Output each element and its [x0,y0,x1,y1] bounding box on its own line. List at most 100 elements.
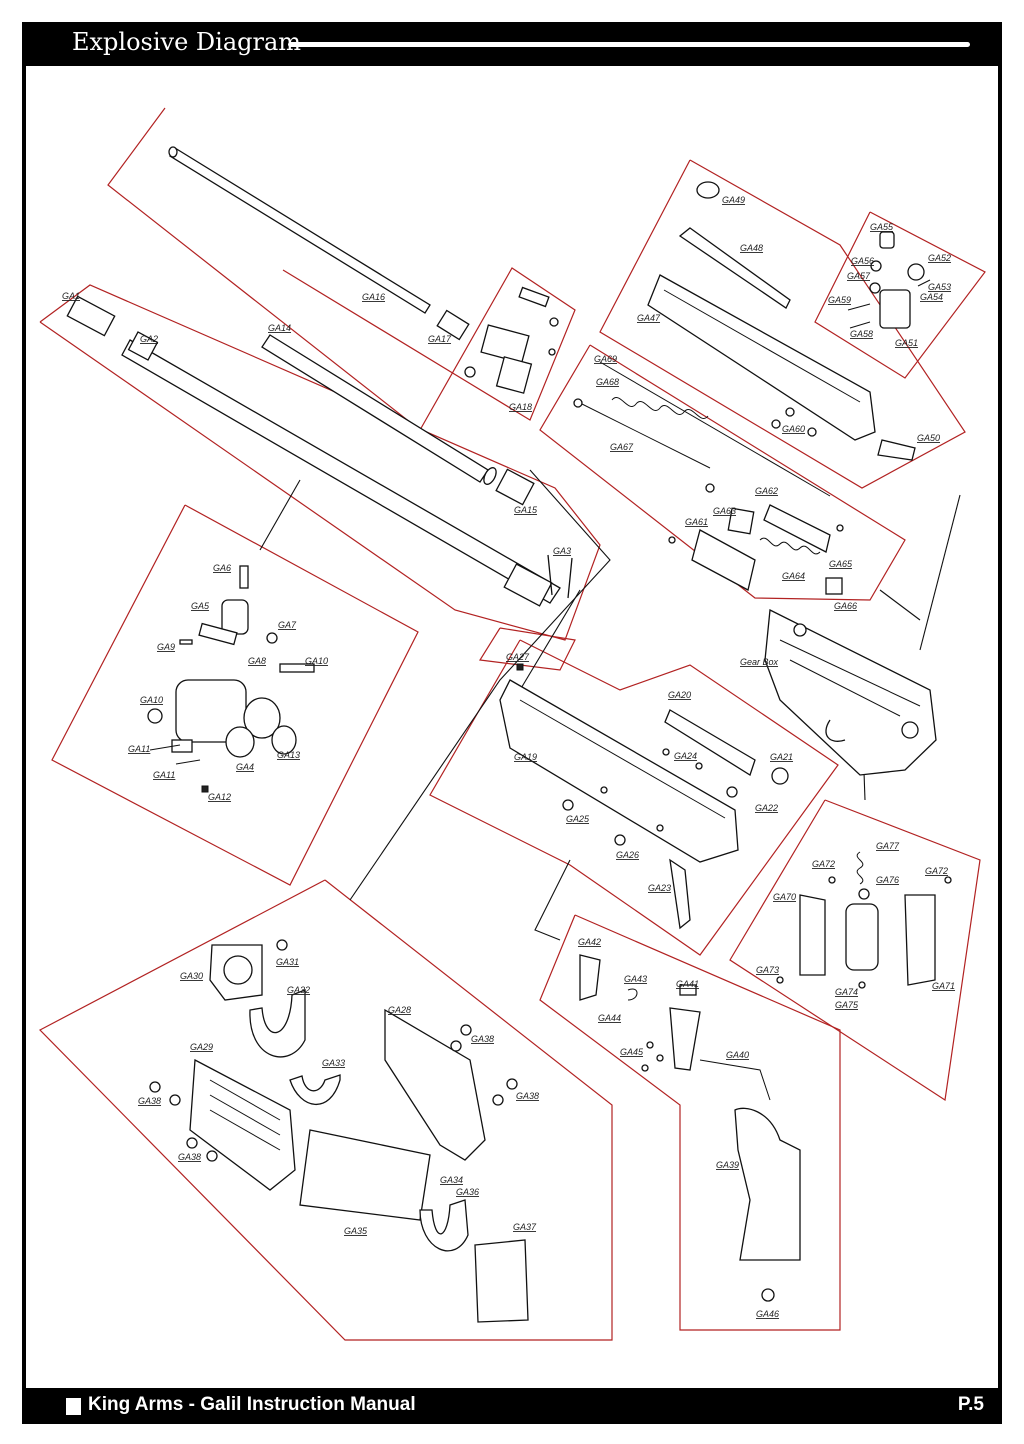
label-ga48: GA48 [740,243,763,253]
label-ga58: GA58 [850,329,873,339]
label-ga73: GA73 [756,965,779,975]
label-ga69: GA69 [594,354,617,364]
label-ga41: GA41 [676,979,699,989]
label-ga44: GA44 [598,1013,621,1023]
label-ga18: GA18 [509,402,532,412]
label-ga29: GA29 [190,1042,213,1052]
outer-barrel-ga16 [168,146,470,341]
label-ga39: GA39 [716,1160,739,1170]
label-ga72-right: GA72 [925,866,948,876]
footer-bar: King Arms - Galil Instruction Manual P.5 [22,1388,1002,1424]
label-ga38-a: GA38 [138,1096,161,1106]
label-ga33: GA33 [322,1058,345,1068]
label-ga26: GA26 [616,850,639,860]
page-title: Explosive Diagram [72,28,302,56]
label-ga62: GA62 [755,486,778,496]
label-ga10-left: GA10 [140,695,163,705]
label-ga67: GA67 [610,442,634,452]
label-ga68: GA68 [596,377,619,387]
diagram-area: GA1 GA2 GA3 GA4 GA5 GA6 GA7 GA8 GA9 GA10… [26,66,998,1388]
label-ga66: GA66 [834,601,857,611]
label-ga59: GA59 [828,295,851,305]
label-ga45: GA45 [620,1047,644,1057]
label-ga40: GA40 [726,1050,749,1060]
label-ga14: GA14 [268,323,291,333]
footer-square-icon [66,1398,81,1415]
label-ga71: GA71 [932,981,955,991]
label-ga57: GA57 [847,271,871,281]
outline-grip [539,914,841,1331]
label-ga56: GA56 [851,256,874,266]
lower-receiver [499,663,789,930]
outline-outer-barrel [107,107,576,431]
label-ga75: GA75 [835,1000,859,1010]
label-ga77: GA77 [876,841,900,851]
label-ga60: GA60 [782,424,805,434]
label-ga47: GA47 [637,313,661,323]
label-ga42: GA42 [578,937,601,947]
label-ga51: GA51 [895,338,918,348]
label-gear-box: Gear Box [740,657,779,667]
label-ga38-c: GA38 [471,1034,494,1044]
outline-gear-pin [478,627,576,671]
label-ga22: GA22 [755,803,778,813]
label-ga35: GA35 [344,1226,368,1236]
label-ga4: GA4 [236,762,254,772]
outline-rear-sight [814,211,986,379]
part-labels: GA1 GA2 GA3 GA4 GA5 GA6 GA7 GA8 GA9 GA10… [62,195,955,1319]
label-ga17: GA17 [428,334,452,344]
label-ga9: GA9 [157,642,175,652]
label-ga53: GA53 [928,282,951,292]
outline-piston-spring [539,344,906,601]
header-rule [288,42,970,47]
label-ga52: GA52 [928,253,951,263]
label-ga28: GA28 [388,1005,411,1015]
label-ga63: GA63 [713,506,736,516]
gas-block-ga18 [464,286,559,394]
outline-gas-block [51,504,419,886]
upper-cover [647,181,916,461]
label-ga37: GA37 [513,1222,537,1232]
hop-up-assembly [147,565,315,793]
label-ga1: GA1 [62,291,80,301]
leader-lines [259,469,961,941]
label-ga13: GA13 [277,750,300,760]
label-ga24: GA24 [674,751,697,761]
label-ga31: GA31 [276,957,299,967]
label-ga27: GA27 [506,652,530,662]
label-ga55: GA55 [870,222,894,232]
label-ga70: GA70 [773,892,796,902]
exploded-diagram: GA1 GA2 GA3 GA4 GA5 GA6 GA7 GA8 GA9 GA10… [39,107,986,1341]
label-ga32: GA32 [287,985,310,995]
label-ga6: GA6 [213,563,231,573]
handguard-assembly [149,939,529,1323]
label-ga72-left: GA72 [812,859,835,869]
label-ga50: GA50 [917,433,940,443]
label-ga23: GA23 [648,883,671,893]
label-ga10-right: GA10 [305,656,328,666]
label-ga74: GA74 [835,987,858,997]
group-outlines [39,107,986,1341]
label-ga36: GA36 [456,1187,479,1197]
label-ga46: GA46 [756,1309,779,1319]
label-ga11-upper: GA11 [128,744,150,754]
label-ga61: GA61 [685,517,708,527]
rear-sight [847,231,931,329]
label-ga76: GA76 [876,875,899,885]
label-ga21: GA21 [770,752,793,762]
page-frame: Explosive Diagram [22,22,1002,1424]
label-ga64: GA64 [782,571,805,581]
label-ga20: GA20 [668,690,691,700]
label-ga54: GA54 [920,292,943,302]
label-ga7: GA7 [278,620,297,630]
outline-motor [729,799,981,1102]
label-ga65: GA65 [829,559,853,569]
label-ga16: GA16 [362,292,385,302]
label-ga38-d: GA38 [516,1091,539,1101]
label-ga15: GA15 [514,505,538,515]
outline-barrel-assembly [39,284,601,641]
motor-assembly [776,851,952,989]
label-ga38-b: GA38 [178,1152,201,1162]
label-ga12: GA12 [208,792,231,802]
outline-handguard [39,879,613,1341]
